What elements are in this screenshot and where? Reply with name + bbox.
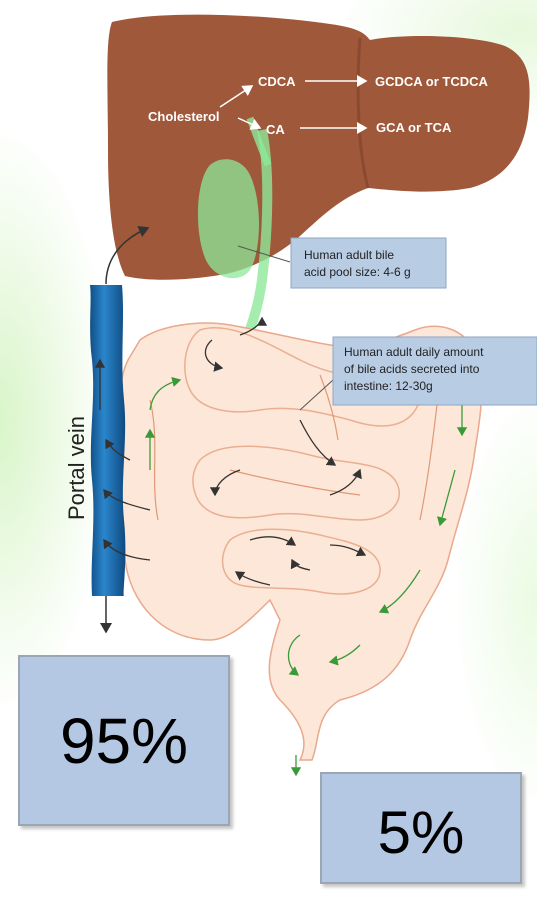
callout-daily-line2: of bile acids secreted into [344,362,480,376]
gca-label: GCA or TCA [376,120,452,135]
ca-label: CA [266,122,285,137]
portal-vein [90,285,125,596]
callout-pool-box [291,238,446,288]
gallbladder-shape [198,159,259,278]
cholesterol-label: Cholesterol [148,109,220,124]
callout-pool-line2: acid pool size: 4-6 g [304,265,411,279]
cdca-label: CDCA [258,74,296,89]
excreted-percent-value: 5% [378,798,465,867]
reabsorbed-percent-value: 95% [60,704,188,778]
excreted-percent-box: 5% [320,772,522,884]
gcdca-label: GCDCA or TCDCA [375,74,489,89]
reabsorbed-percent-box: 95% [18,655,230,826]
callout-pool-line1: Human adult bile [304,248,394,262]
portal-vein-label: Portal vein [64,416,89,520]
callout-daily-line1: Human adult daily amount [344,345,484,359]
callout-daily-line3: intestine: 12-30g [344,379,433,393]
